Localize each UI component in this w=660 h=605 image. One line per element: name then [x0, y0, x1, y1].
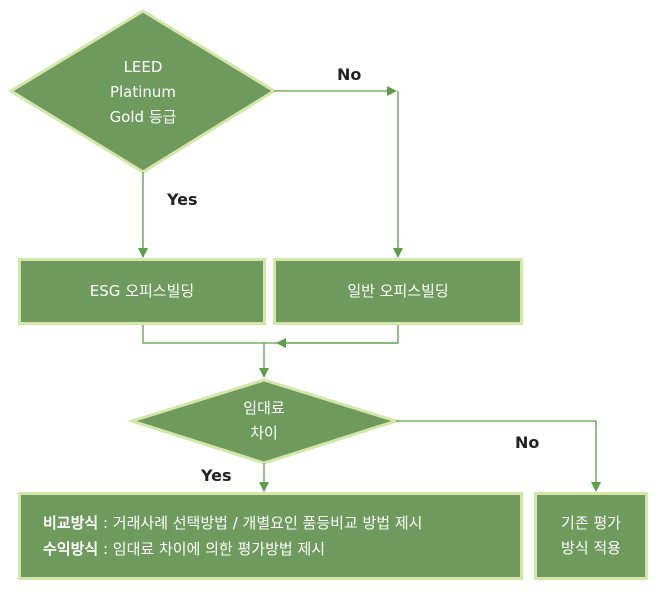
box-existing-method: 기존 평가 방식 적용 [534, 492, 648, 580]
income-approach-title: 수익방식 [43, 540, 99, 558]
connector-no2 [396, 420, 601, 492]
income-approach-line: 수익방식 : 임대료 차이에 의한 평가방법 제시 [43, 536, 422, 562]
existing-method-text: 기존 평가 방식 적용 [561, 511, 621, 562]
box-esg-office: ESG 오피스빌딩 [18, 258, 266, 325]
decision1-line: LEED [123, 58, 163, 76]
box-general-office-label: 일반 오피스빌딩 [347, 281, 449, 300]
decision2-line: 차이 [250, 423, 278, 442]
decision1-line: Platinum [109, 82, 177, 101]
label-no-2: No [515, 433, 540, 452]
decision2-text: 임대료 차이 [214, 396, 314, 446]
income-approach-desc: : 임대료 차이에 의한 평가방법 제시 [98, 540, 326, 558]
label-yes-2: Yes [201, 466, 232, 485]
box-valuation-methods: 비교방식 : 거래사례 선택방법 / 개별요인 품등비교 방법 제시 수익방식 … [18, 492, 523, 580]
valuation-methods-text: 비교방식 : 거래사례 선택방법 / 개별요인 품등비교 방법 제시 수익방식 … [43, 510, 422, 563]
box-esg-office-label: ESG 오피스빌딩 [89, 281, 195, 300]
comparison-approach-line: 비교방식 : 거래사례 선택방법 / 개별요인 품등비교 방법 제시 [43, 510, 422, 536]
existing-method-line: 기존 평가 [561, 513, 621, 532]
comparison-approach-title: 비교방식 [43, 513, 99, 532]
label-no-1: No [337, 65, 362, 84]
existing-method-line: 방식 적용 [561, 539, 621, 557]
box-general-office: 일반 오피스빌딩 [273, 258, 523, 325]
label-yes-1: Yes [167, 190, 198, 209]
decision1-text: LEED Platinum Gold 등급 [73, 55, 213, 129]
decision1-line: Gold 등급 [109, 107, 177, 126]
connector-esg-merge [142, 325, 399, 344]
comparison-approach-desc: : 거래사례 선택방법 / 개별요인 품등비교 방법 제시 [98, 513, 423, 532]
decision2-line: 임대료 [243, 399, 285, 417]
